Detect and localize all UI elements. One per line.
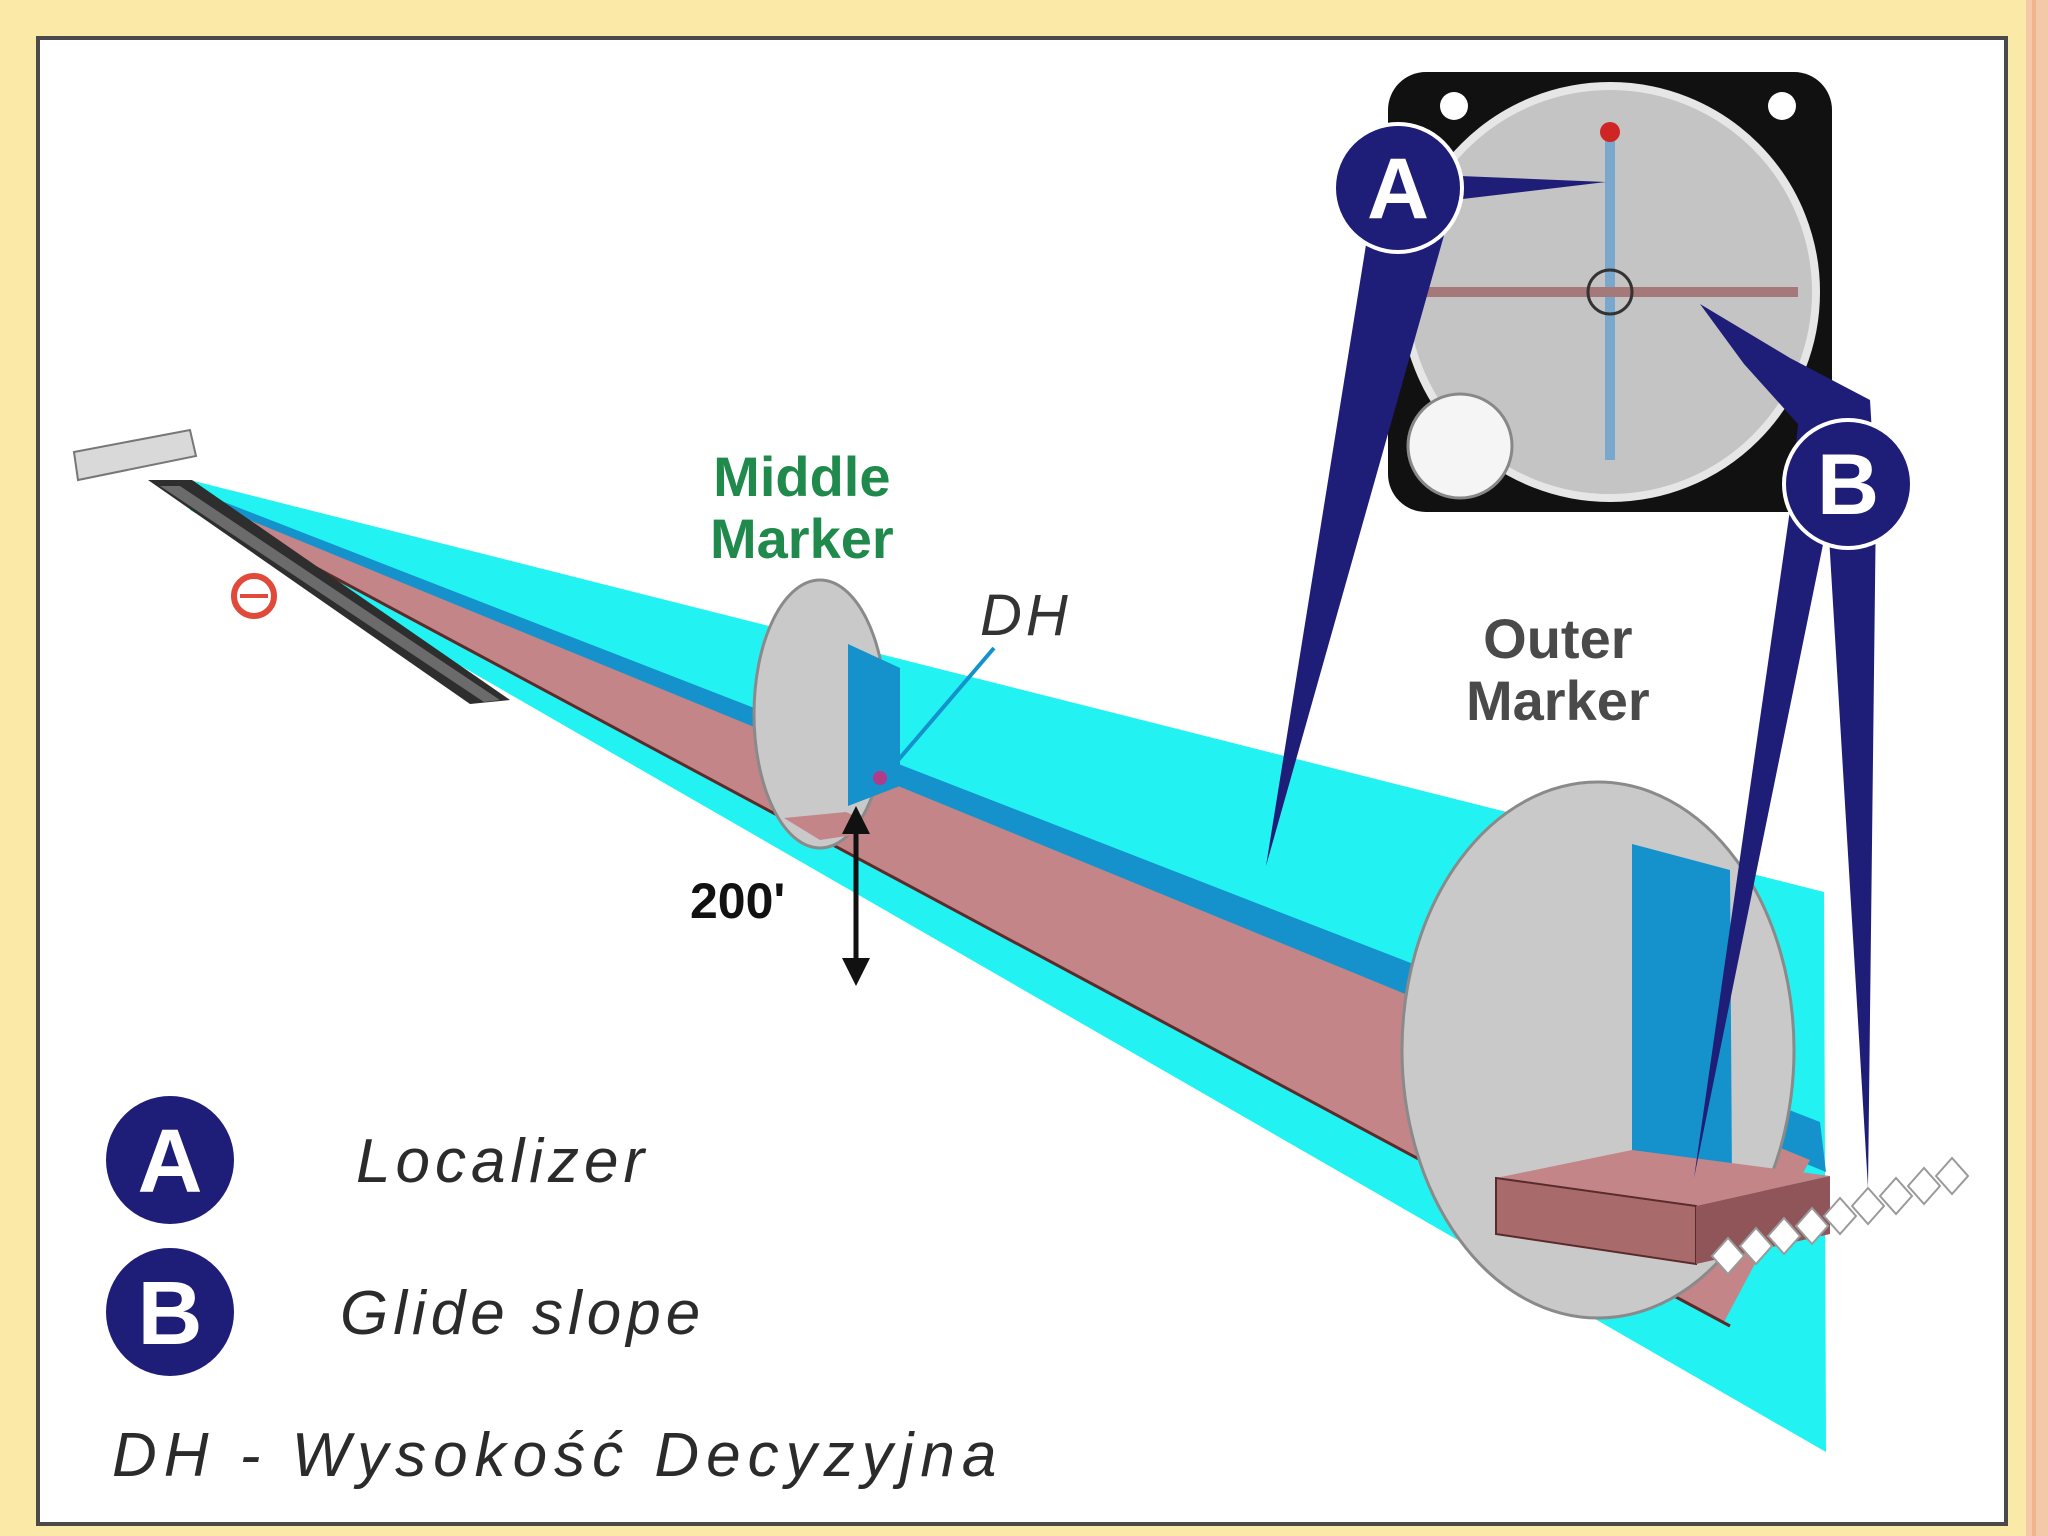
callout-localizer: A (1266, 122, 1606, 866)
airport-beacon-icon (231, 573, 277, 619)
svg-text:B: B (138, 1264, 203, 1364)
callout-letter-b: B (1817, 437, 1879, 533)
page-edge-line (2032, 0, 2036, 1536)
middle-marker-localizer-cut (848, 644, 900, 806)
dh-point (873, 771, 887, 785)
outer-marker-glide-slope-top (1496, 1150, 1830, 1206)
legend-badge-a: A (106, 1096, 234, 1224)
altitude-label: 200' (690, 873, 786, 929)
outer-marker-label: Outer Marker (1466, 608, 1650, 732)
outer-marker-label-line1: Outer (1483, 607, 1633, 670)
altitude-arrow (842, 806, 870, 986)
callout-glide-slope: B (1694, 304, 1914, 1188)
runway-icon (72, 428, 510, 704)
ils-diagram-panel: A B A B Middle Marker Outer Marker DH 20… (36, 36, 2008, 1526)
outer-marker-localizer-cut (1632, 844, 1732, 1180)
page-edge-stripe (2026, 0, 2048, 1536)
middle-marker-label: Middle Marker (710, 446, 894, 570)
legend-dh-text: DH - Wysokość Decyzyjna (112, 1421, 1004, 1490)
dh-label: DH (980, 583, 1072, 648)
middle-marker-label-line2: Marker (710, 507, 894, 570)
localizer-beam (190, 480, 1826, 1452)
dh-pointer-line (886, 646, 996, 774)
ils-indicator-icon (1388, 72, 1832, 512)
legend-localizer-text: Localizer (356, 1127, 650, 1196)
svg-text:A: A (138, 1112, 203, 1212)
legend-badge-b: B (106, 1248, 234, 1376)
ils-diagram: A B A B (72, 72, 1970, 1452)
middle-marker-label-line1: Middle (713, 445, 891, 508)
antenna-array (1710, 1156, 1970, 1276)
glide-slope-band (186, 494, 1810, 1322)
legend-glide-slope-text: Glide slope (340, 1279, 706, 1348)
callout-letter-a: A (1367, 141, 1429, 237)
outer-marker-label-line2: Marker (1466, 669, 1650, 732)
